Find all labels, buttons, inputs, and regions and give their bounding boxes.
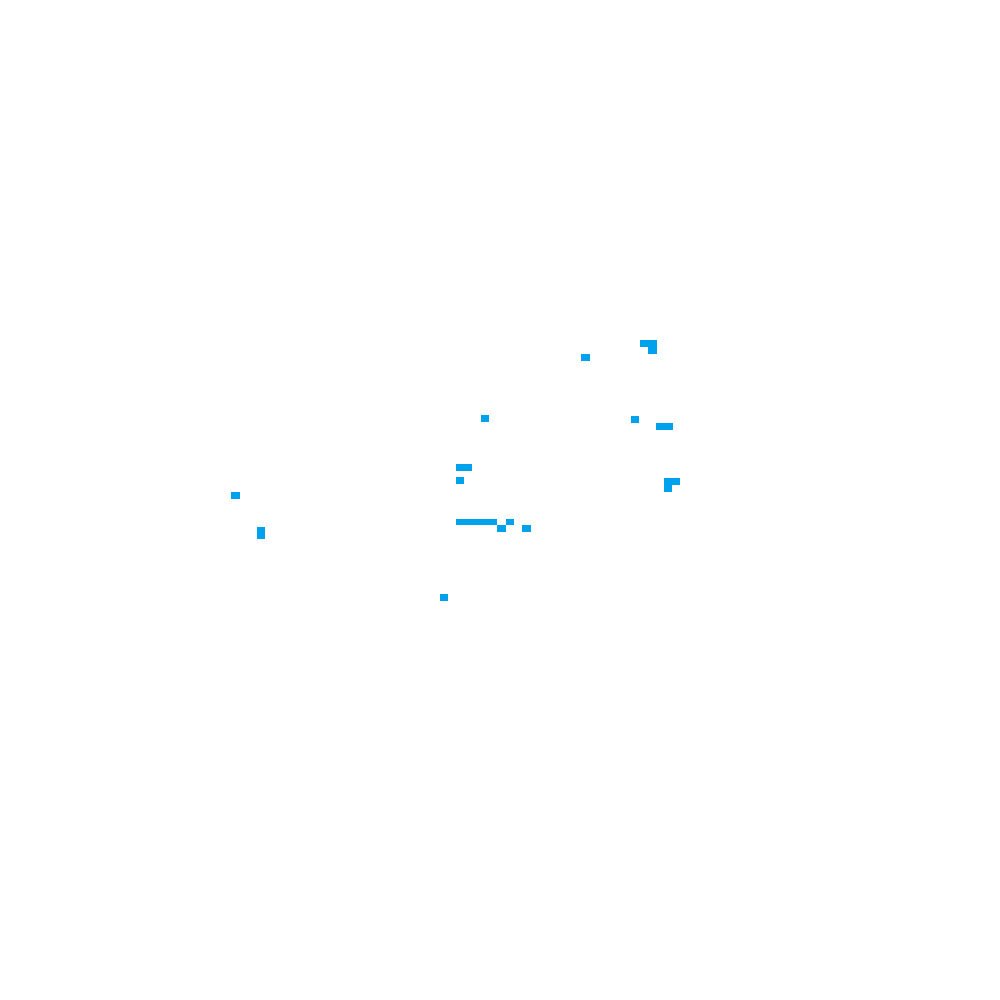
pixel-mark-10: [664, 484, 672, 492]
pixel-mark-3: [581, 354, 590, 361]
pixel-mark-8: [456, 477, 464, 484]
pixel-mark-5: [631, 416, 639, 423]
pixel-mark-2: [648, 346, 657, 354]
pixel-mark-15: [522, 525, 531, 532]
pixel-mark-6: [656, 423, 673, 430]
pixel-mark-9: [664, 478, 680, 485]
pixel-mark-14: [497, 525, 506, 532]
pixel-mark-12: [456, 519, 497, 525]
pixel-mark-11: [231, 492, 240, 499]
pixel-mark-16: [257, 527, 265, 539]
pixel-mark-17: [440, 594, 448, 601]
pixel-mark-4: [481, 415, 489, 422]
pixel-mark-7: [456, 464, 472, 471]
pixel-mark-1: [640, 340, 657, 347]
pixel-mark-13: [506, 519, 514, 525]
